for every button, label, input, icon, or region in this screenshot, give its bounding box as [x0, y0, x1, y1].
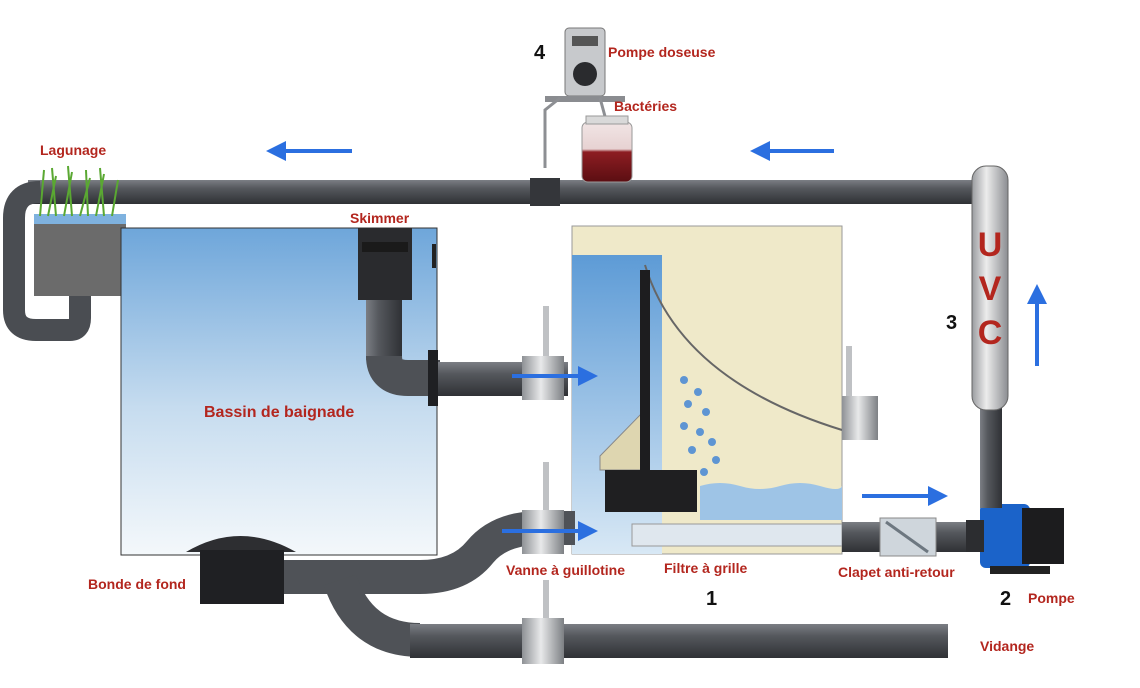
vanne-label: Vanne à guillotine: [506, 562, 626, 578]
bonde-label: Bonde de fond: [88, 576, 186, 592]
bacteria-jar: [581, 115, 633, 183]
skimmer-flange: [428, 350, 438, 406]
lagunage-label: Lagunage: [40, 142, 107, 158]
water-drop-icon: [680, 376, 720, 476]
doseuse-number: 4: [534, 42, 546, 64]
pompe-doseuse-label: Pompe doseuse: [608, 44, 716, 60]
skimmer-label: Skimmer: [350, 210, 410, 226]
uvc-letter-u: U: [977, 226, 1003, 264]
pompe-label: Pompe: [1028, 590, 1075, 606]
pump: [966, 504, 1064, 574]
filter-outlet-pipe: [842, 396, 878, 440]
filter-outlet-valve-stem: [846, 346, 852, 396]
filtre-number: 1: [706, 588, 718, 610]
bacteries-label: Bactéries: [614, 98, 678, 114]
lagunage-gravel-bed: [34, 220, 126, 296]
skimmer-body: [358, 228, 412, 300]
bottom-drain-body: [200, 550, 284, 604]
skimmer-pipe: [366, 300, 402, 360]
lagunage-loop-pipe: [2, 181, 91, 341]
lagunage-water: [34, 214, 126, 224]
uvc-letter-v: V: [978, 270, 1002, 308]
filtre-label: Filtre à grille: [664, 560, 748, 576]
skimmer-elbow: [366, 354, 440, 396]
bassin-label: Bassin de baignade: [204, 404, 355, 421]
flow-arrow-icon: [266, 141, 1047, 541]
pompe-number: 2: [1000, 588, 1012, 610]
pump-riser-pipe: [980, 400, 1002, 508]
uvc-letter-c: C: [977, 314, 1003, 352]
uvc-lamp: [971, 165, 1009, 411]
filter-baffle: [640, 270, 650, 470]
guillotine-valve-top: [522, 306, 564, 400]
plant-icon: [39, 165, 119, 217]
guillotine-valve-bottom: [522, 580, 564, 664]
check-valve: [879, 517, 937, 557]
guillotine-valve-middle: [522, 462, 564, 554]
filter-screen: [644, 264, 843, 431]
skimmer-throat: [362, 242, 408, 252]
filter-water-surface: [700, 483, 842, 520]
pool-light: [432, 244, 436, 268]
drain-branch-pipe: [323, 574, 421, 657]
drain-waste-pipe: [410, 624, 948, 658]
dosing-pump-tube: [543, 96, 561, 168]
uvc-number: 3: [946, 312, 958, 334]
bottom-drain-dome: [186, 536, 296, 552]
clapet-label: Clapet anti-retour: [838, 564, 955, 580]
return-pipe: [28, 180, 988, 204]
filter-sump-block: [605, 470, 697, 512]
return-pipe-coupler: [530, 178, 560, 206]
vidange-label: Vidange: [980, 638, 1035, 654]
dosing-pump: [545, 27, 625, 102]
filter-bottom-channel: [631, 523, 843, 547]
